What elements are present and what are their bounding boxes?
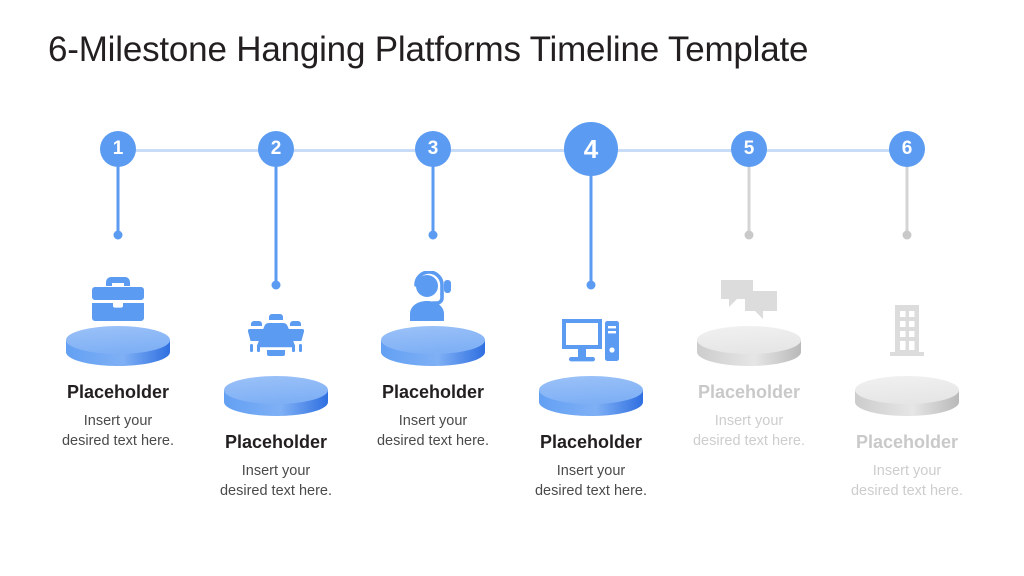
milestone-drop-dot [113,230,123,240]
milestone-platform [537,374,645,420]
milestone-drop-line [274,165,278,285]
milestone-drop-dot [271,280,281,290]
meeting-table-icon [240,304,312,366]
milestone-platform [695,324,803,370]
milestone-platform [64,324,172,370]
timeline-rail [118,149,907,152]
milestone-heading: Placeholder [697,382,801,402]
milestone-platform [853,374,961,420]
milestone-drop-dot [428,230,438,240]
milestone-heading: Placeholder [224,432,328,452]
milestone-drop-line [905,165,909,235]
milestone-platform [222,374,330,420]
milestone-drop-line [747,165,751,235]
milestone-heading: Placeholder [66,382,170,402]
milestone-drop-dot [902,230,912,240]
milestone-node-6[interactable]: 6 [889,131,925,167]
milestone-drop-line [431,165,435,235]
headset-support-icon [397,263,469,325]
milestone-platform [379,324,487,370]
milestone-node-3[interactable]: 3 [415,131,451,167]
milestone-heading: Placeholder [855,432,959,452]
milestone-drop-dot [586,280,596,290]
milestone-node-1[interactable]: 1 [100,131,136,167]
briefcase-icon [82,263,154,325]
milestone-drop-dot [744,230,754,240]
desktop-computer-icon [555,304,627,366]
milestone-drop-line [589,174,593,285]
milestone-node-2[interactable]: 2 [258,131,294,167]
milestone-drop-line [116,165,120,235]
milestone-heading: Placeholder [539,432,643,452]
page-title: 6-Milestone Hanging Platforms Timeline T… [48,30,809,69]
milestone-node-5[interactable]: 5 [731,131,767,167]
milestone-node-4[interactable]: 4 [564,122,618,176]
chat-bubbles-icon [713,263,785,325]
office-building-icon [871,295,943,357]
milestone-heading: Placeholder [381,382,485,402]
